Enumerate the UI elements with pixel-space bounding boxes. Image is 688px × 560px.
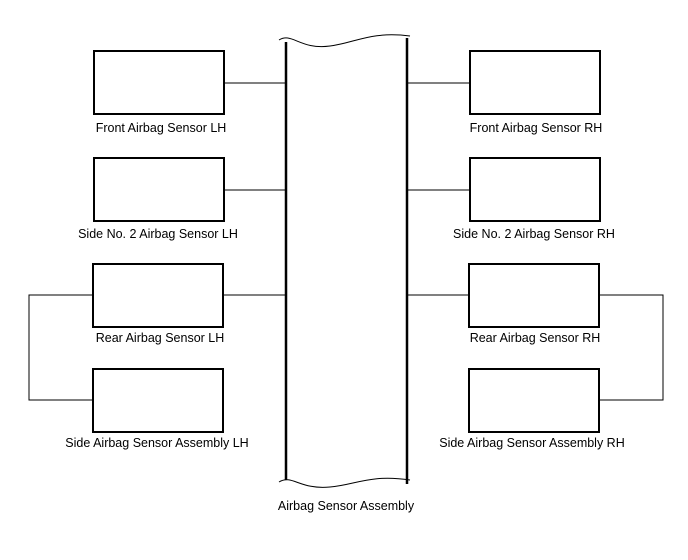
assembly-bottom-break <box>278 477 411 488</box>
sensor-label: Side Airbag Sensor Assembly RH <box>439 436 625 450</box>
sensor-box <box>92 263 224 328</box>
sensor-front-lh: Front Airbag Sensor LH <box>93 50 286 135</box>
assembly-top-break <box>278 34 411 48</box>
sensor-box <box>468 368 600 433</box>
sensor-box <box>469 157 601 222</box>
sensor-front-rh: Front Airbag Sensor RH <box>407 50 603 135</box>
sensor-side-no2-lh: Side No. 2 Airbag Sensor LH <box>78 157 286 241</box>
sensor-label: Front Airbag Sensor RH <box>470 121 603 135</box>
sensor-rear-rh: Rear Airbag Sensor RH <box>407 263 601 345</box>
sensor-box <box>469 50 601 115</box>
sensor-box <box>468 263 600 328</box>
sensor-rear-lh: Rear Airbag Sensor LH <box>92 263 286 345</box>
assembly-label: Airbag Sensor Assembly <box>278 499 415 513</box>
sensor-box <box>93 157 225 222</box>
sensor-side-assembly-lh: Side Airbag Sensor Assembly LH <box>65 368 249 450</box>
loop-wire-lh <box>28 294 93 401</box>
sensor-label: Rear Airbag Sensor RH <box>470 331 601 345</box>
sensor-box <box>93 50 225 115</box>
sensor-label: Side Airbag Sensor Assembly LH <box>65 436 248 450</box>
sensor-side-no2-rh: Side No. 2 Airbag Sensor RH <box>407 157 615 241</box>
sensor-label: Side No. 2 Airbag Sensor RH <box>453 227 615 241</box>
sensor-label: Side No. 2 Airbag Sensor LH <box>78 227 238 241</box>
sensor-side-assembly-rh: Side Airbag Sensor Assembly RH <box>439 368 625 450</box>
sensor-box <box>92 368 224 433</box>
airbag-sensor-assembly: Airbag Sensor Assembly <box>278 34 415 513</box>
loop-wire-rh <box>599 294 664 401</box>
sensor-label: Rear Airbag Sensor LH <box>96 331 225 345</box>
sensor-label: Front Airbag Sensor LH <box>96 121 227 135</box>
